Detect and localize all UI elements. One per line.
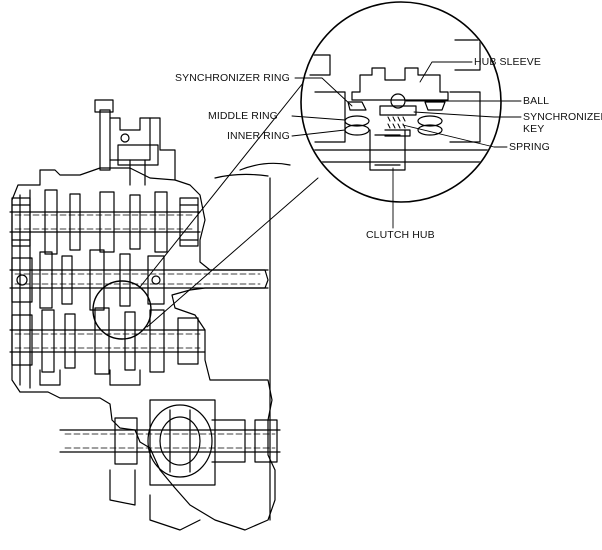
label-hub-sleeve: HUB SLEEVE — [474, 56, 541, 68]
label-spring: SPRING — [509, 141, 550, 153]
differential — [59, 399, 281, 531]
lower-shaft — [9, 307, 206, 386]
label-synchronizer-key-line2: KEY — [523, 123, 545, 135]
middle-shaft — [9, 249, 269, 311]
upper-shaft — [9, 189, 201, 255]
label-synchronizer-ring: SYNCHRONIZER RING — [175, 72, 290, 84]
label-synchronizer-key-line1: SYNCHRONIZER — [523, 111, 602, 123]
magnify-leader-line-bottom — [146, 177, 319, 328]
label-ball: BALL — [523, 95, 550, 107]
detail-magnified-circle — [300, 1, 502, 203]
magnified-synchronizer-assembly — [302, 39, 500, 171]
shift-mechanism — [94, 99, 176, 186]
label-inner-ring: INNER RING — [227, 130, 290, 142]
callout-leaders — [291, 61, 522, 229]
magnify-leader-line-top — [139, 77, 308, 288]
label-clutch-hub: CLUTCH HUB — [366, 229, 435, 241]
detail-source-circle — [92, 280, 152, 340]
label-middle-ring: MIDDLE RING — [208, 110, 278, 122]
